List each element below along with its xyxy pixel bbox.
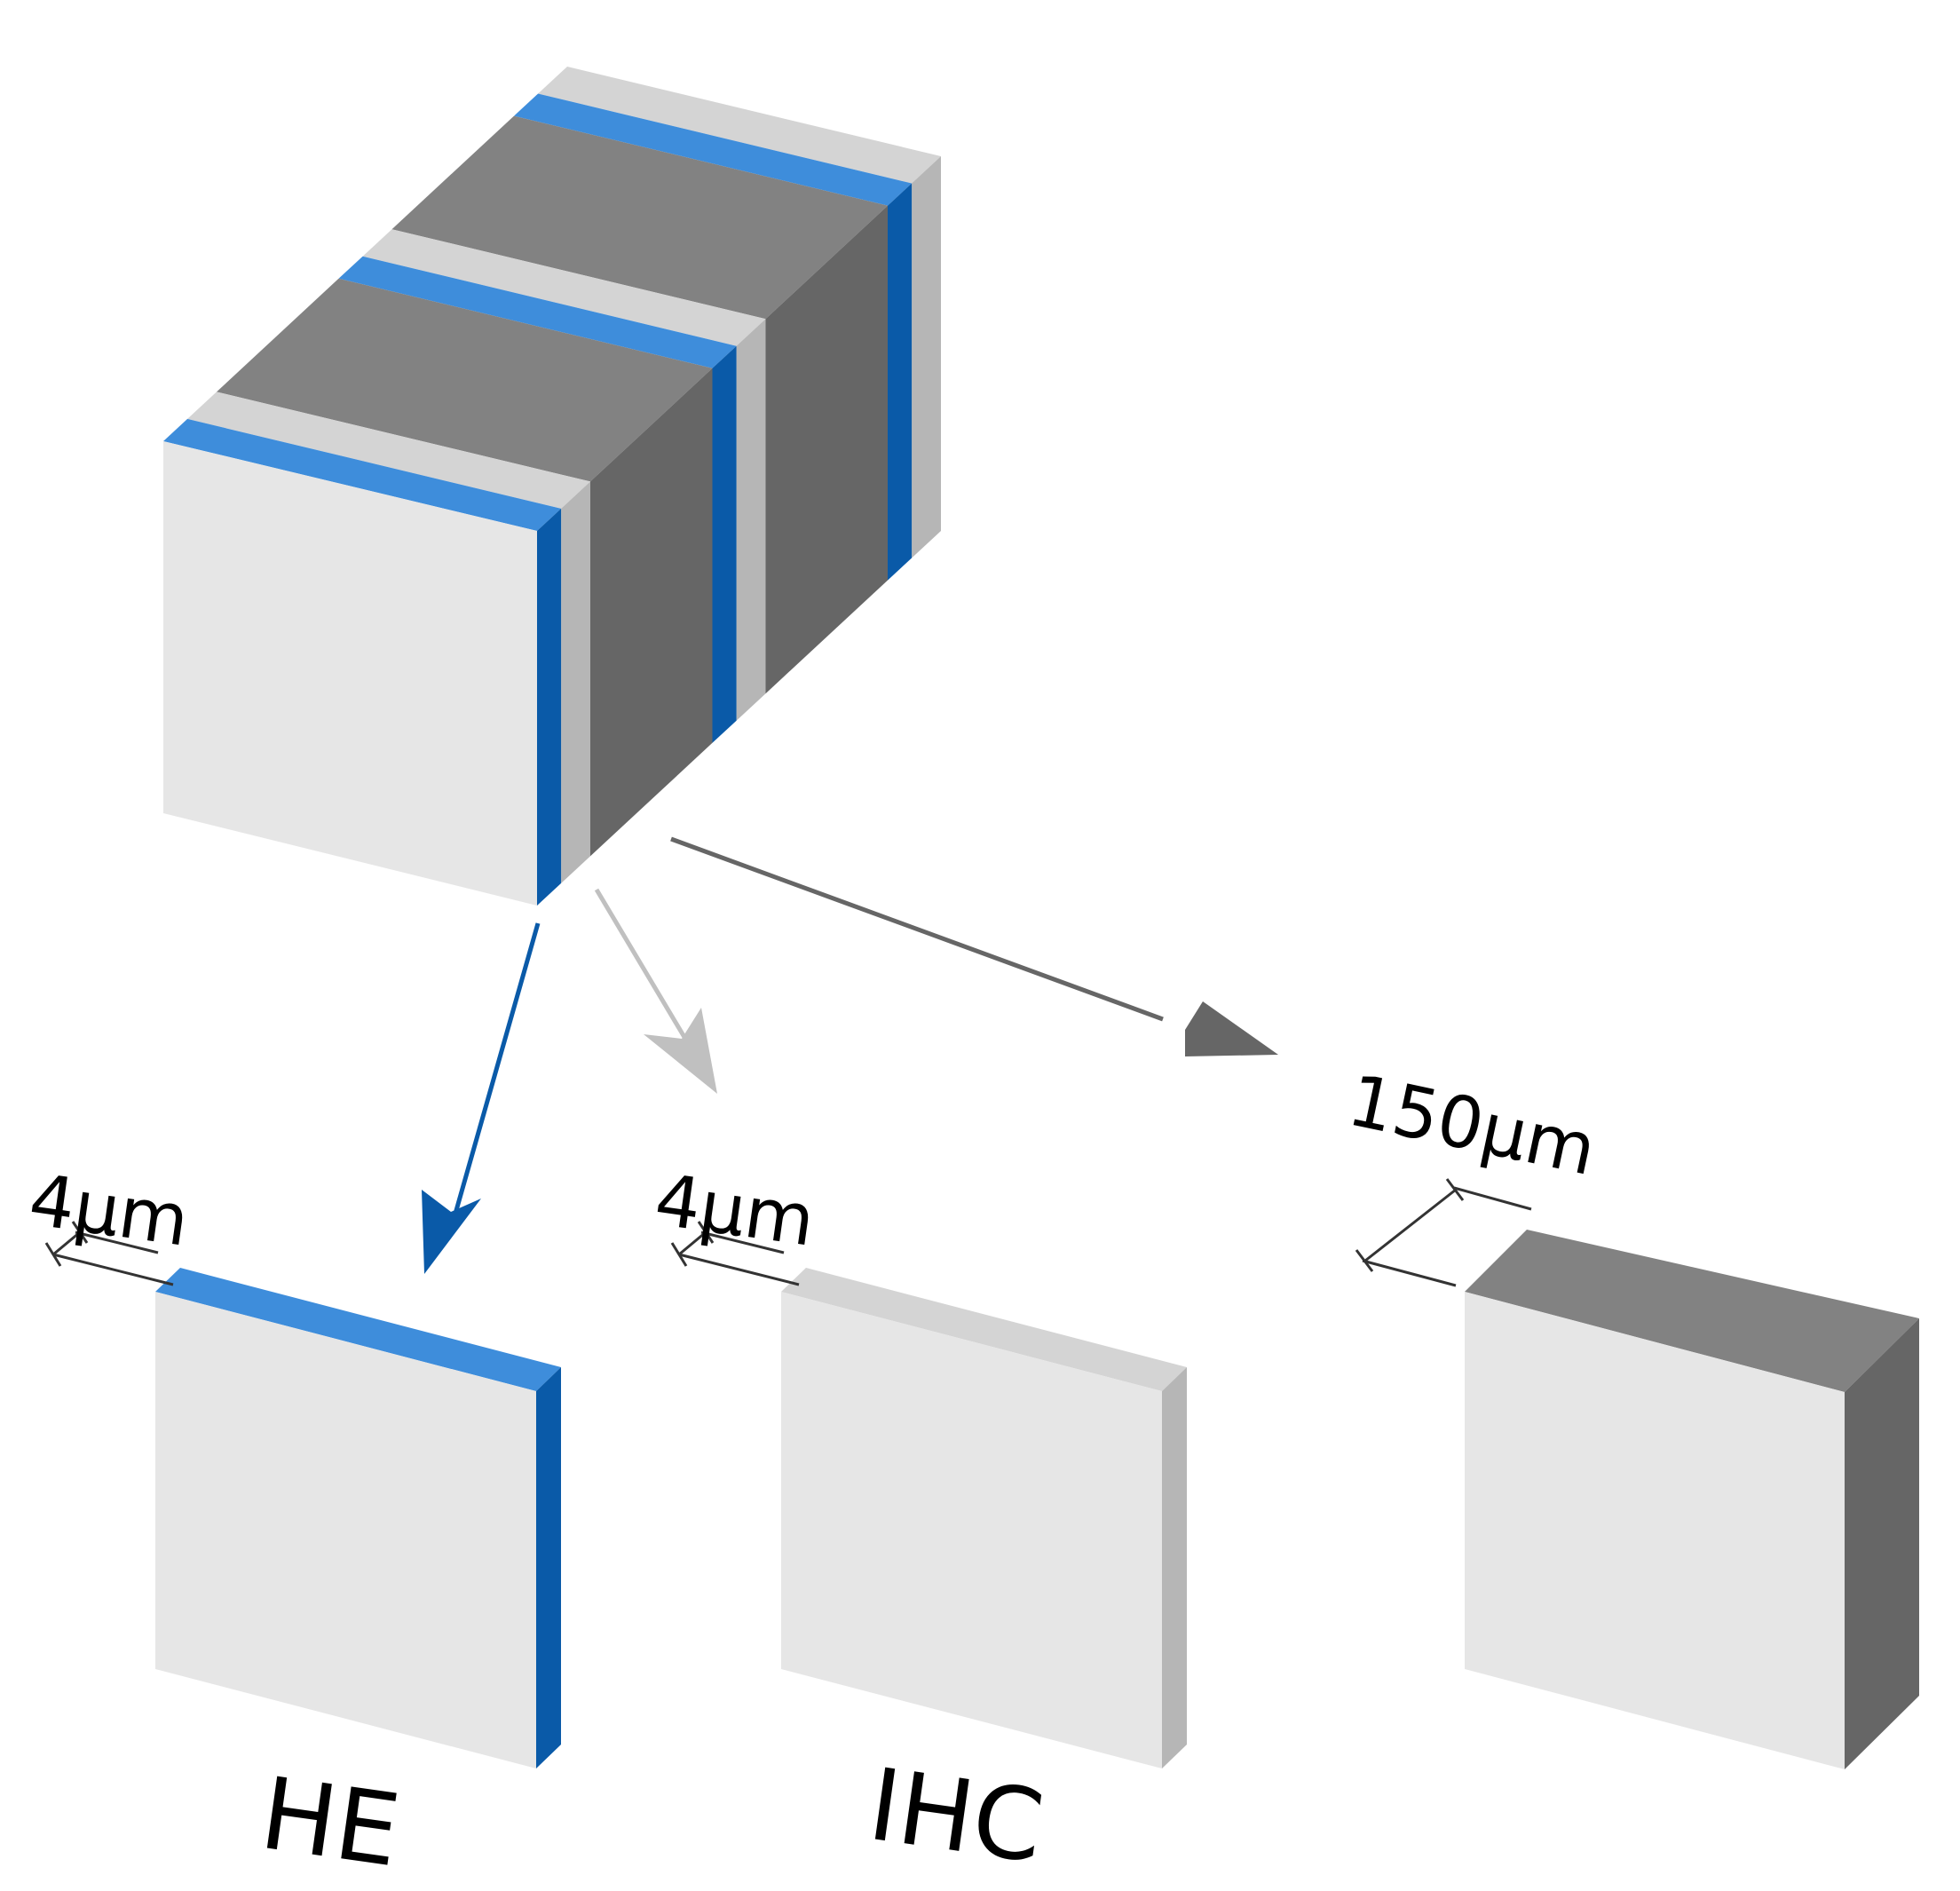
ihc-section-side	[1162, 1367, 1187, 1768]
ihc-section	[781, 1268, 1187, 1768]
thick-block	[1465, 1230, 1919, 1769]
thick-block-top	[1465, 1230, 1919, 1392]
stack-front-face	[163, 441, 537, 906]
ihc-section-front	[781, 1292, 1162, 1768]
he-section-front	[155, 1292, 536, 1768]
thick-block-side	[1845, 1318, 1919, 1769]
stack-slab-top-ihc	[187, 392, 590, 509]
he-section-side	[536, 1367, 561, 1768]
stack-slab-side-block	[765, 205, 888, 694]
block-thickness-dimension	[1355, 1178, 1532, 1287]
stack-slab-side-he	[537, 508, 562, 906]
serial-section-stack	[163, 67, 941, 906]
stack-slab-top-ihc	[538, 67, 941, 184]
he-section	[155, 1268, 561, 1768]
ihc-name-label: IHC	[862, 1747, 1050, 1886]
stack-slab-side-block	[590, 368, 713, 857]
stack-slab-top-he	[338, 256, 737, 368]
ihc-thickness-dimension	[670, 1221, 800, 1286]
stack-slab-top-he	[514, 93, 913, 206]
stack-slab-side-he	[712, 345, 737, 743]
stack-slab-top-block	[217, 278, 713, 482]
stack-slab-side-he	[888, 183, 913, 581]
he-thickness-dimension	[44, 1221, 174, 1286]
arrow-to-block	[670, 836, 1278, 1056]
stack-slab-side-ihc	[912, 156, 941, 558]
arrow-to-he	[422, 922, 541, 1274]
thick-block-front	[1465, 1292, 1845, 1769]
arrow-to-ihc	[594, 888, 717, 1094]
he-name-label: HE	[254, 1756, 407, 1889]
block-thickness-label: 150µm	[1341, 1059, 1603, 1192]
stack-slab-side-ihc	[736, 319, 766, 721]
stack-slab-top-he	[163, 418, 562, 531]
ihc-section-top	[781, 1268, 1187, 1391]
stack-slab-side-ihc	[561, 481, 590, 883]
stack-slab-top-ihc	[362, 229, 766, 346]
stack-slab-top-block	[391, 115, 888, 320]
he-section-top	[155, 1268, 561, 1391]
